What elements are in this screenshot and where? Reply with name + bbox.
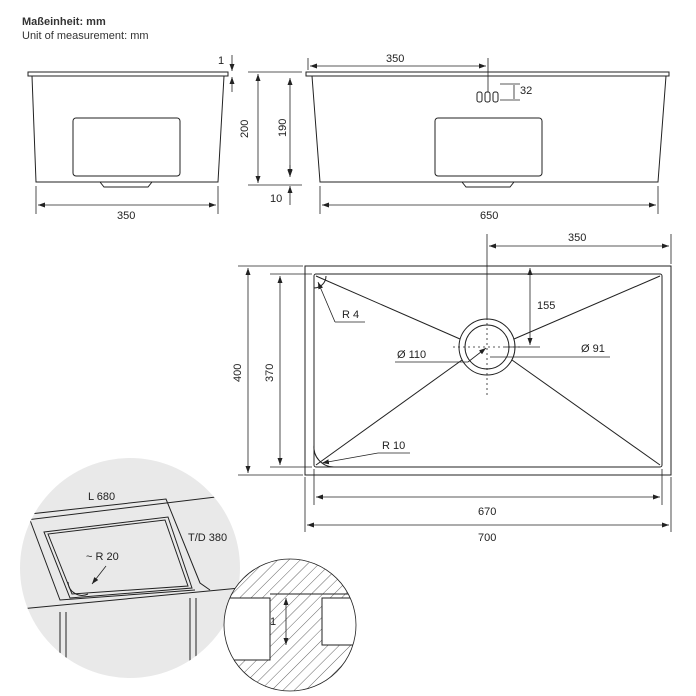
rear-rim — [305, 71, 670, 77]
foot-label: 10 — [270, 193, 282, 205]
detail-section: 1 — [223, 558, 357, 692]
rear-drain-foot — [461, 181, 515, 188]
detail-circle-bg — [20, 458, 240, 678]
section-hatch — [224, 559, 356, 691]
tap-hole-1 — [476, 91, 483, 103]
countertop-front-edge — [20, 587, 240, 611]
outer-length-label: 700 — [478, 532, 496, 544]
detail-bowl-inner — [47, 519, 189, 595]
crease-top-left — [315, 275, 461, 340]
inner-depth-label: 370 — [264, 364, 276, 382]
radius-bottom-arc — [313, 444, 335, 468]
detail-length-label: L 680 — [88, 491, 115, 503]
inner-length-label: 670 — [478, 506, 496, 518]
rear-width-label: 650 — [480, 210, 498, 222]
front-view: 1 350 — [27, 55, 235, 222]
rear-view: 350 32 650 — [305, 53, 670, 222]
section-rim-label: 1 — [270, 616, 276, 628]
front-rim — [27, 71, 229, 77]
section-right-profile — [321, 597, 356, 646]
side-dimensions: 200 190 10 — [239, 71, 302, 205]
radius-bottom-label: R 10 — [382, 440, 405, 452]
countertop-back-edge — [20, 493, 240, 523]
drain-inner-label: Ø 91 — [581, 343, 605, 355]
bowl-height-label: 190 — [277, 119, 289, 137]
front-width-label: 350 — [117, 210, 135, 222]
rear-bowl-outline — [311, 75, 667, 183]
radius-bottom-leader — [321, 452, 379, 465]
detail-radius-leader — [91, 565, 107, 585]
front-overflow-slot — [72, 117, 181, 177]
countertop-inner — [29, 519, 196, 601]
overall-height-label: 200 — [239, 120, 251, 138]
inner-bowl — [313, 273, 663, 468]
drain-offset-x-label: 350 — [568, 232, 586, 244]
outer-rim — [304, 265, 672, 476]
radius-top-label: R 4 — [342, 309, 359, 321]
front-bowl-outline — [31, 75, 225, 183]
section-left-profile — [224, 597, 271, 661]
crease-bottom-right — [511, 359, 661, 466]
crease-bottom-left — [315, 359, 463, 466]
overflow-height-label: 32 — [520, 85, 532, 97]
rim-thickness-label: 1 — [218, 55, 224, 67]
unit-title-en: Unit of measurement: mm — [22, 30, 149, 42]
detail-circle: L 680 T/D 380 ~ R 20 — [20, 458, 240, 678]
tap-offset-label: 350 — [386, 53, 404, 65]
detail-radius-label: ~ R 20 — [86, 551, 119, 563]
top-view: 350 155 Ø 110 Ø 91 R 4 R 10 400 370 — [232, 232, 672, 544]
detail-bowl-opening — [43, 516, 193, 599]
drain-offset-y-label: 155 — [537, 300, 555, 312]
drain-outer-leader-arrow — [467, 347, 487, 363]
rear-overflow-slot — [434, 117, 543, 177]
crease-top-right — [513, 275, 661, 340]
tap-hole-2 — [484, 91, 491, 103]
detail-depth-label: T/D 380 — [188, 532, 227, 544]
drain-inner-circle — [464, 324, 510, 370]
detail-radius-arc — [67, 581, 89, 596]
front-drain-foot — [99, 181, 153, 188]
drain-outer-label: Ø 110 — [397, 349, 426, 361]
outer-depth-label: 400 — [232, 364, 244, 382]
unit-title-de: Maßeinheit: mm — [22, 16, 106, 28]
radius-top-leader — [317, 281, 336, 323]
tap-hole-3 — [492, 91, 499, 103]
